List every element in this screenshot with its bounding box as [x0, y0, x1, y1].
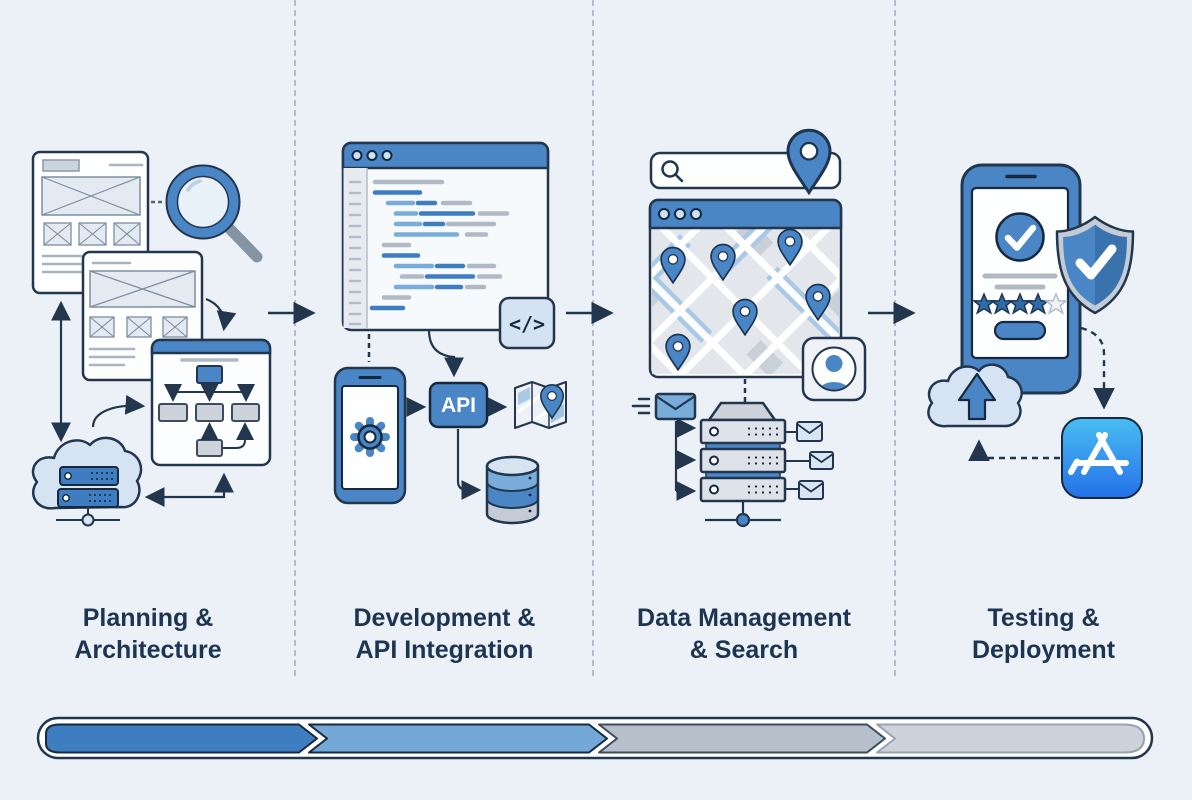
progress-segment-planning [45, 723, 318, 754]
stage-planning-architecture: Planning &Architecture [0, 0, 296, 700]
stage-label-data: Data Management& Search [637, 604, 851, 664]
check-badge-icon [995, 212, 1045, 262]
incoming-email-icon [631, 392, 697, 421]
testing-illustration [927, 163, 1143, 499]
stage-data-management: Data Management& Search [593, 0, 895, 700]
server-stack-icon [699, 401, 787, 528]
progress-segment-testing [876, 723, 1145, 754]
window-dots [351, 150, 393, 161]
progress-segment-data [598, 723, 886, 754]
flow-arrows [51, 297, 237, 507]
database-icon [485, 455, 540, 525]
phone-review-icon [960, 163, 1082, 395]
cloud-upload-icon [927, 363, 1023, 428]
stage-testing-deployment: Testing &Deployment [895, 0, 1192, 700]
column-divider [592, 0, 594, 676]
app-store-icon [1061, 417, 1143, 499]
stage-label-planning: Planning &Architecture [74, 604, 222, 664]
shield-check-icon [1055, 215, 1135, 315]
sitemap-flowchart-window [150, 338, 272, 467]
api-box: API [428, 381, 489, 429]
flowchart-node [195, 403, 224, 422]
code-tag-text: </> [509, 312, 545, 336]
server-vents [89, 472, 113, 502]
flowchart-root-node [196, 365, 223, 384]
flowchart-node [158, 403, 188, 422]
submit-pill-button [993, 320, 1047, 341]
progress-bar [36, 716, 1154, 760]
branch-arrows [674, 418, 697, 501]
cloud-server-icon [31, 436, 143, 527]
map-window [648, 198, 843, 379]
code-lines [369, 179, 510, 311]
server-vents [747, 427, 779, 494]
outgoing-emails [785, 421, 834, 500]
avatar [817, 355, 851, 390]
planning-illustration [31, 150, 272, 527]
folded-map-pin-icon [514, 381, 567, 429]
stage-development-api: </> [296, 0, 593, 700]
magnifier-icon [151, 164, 263, 263]
wireframe-thumbnails [43, 222, 141, 246]
gear-icon [350, 417, 390, 457]
upload-arrow [957, 372, 997, 421]
dev-connectors [367, 329, 508, 500]
flowchart-node [196, 439, 223, 457]
user-profile-card [801, 336, 867, 402]
progress-segment-development [308, 723, 608, 754]
stage-label-development: Development &API Integration [353, 604, 536, 664]
deployment-connectors [968, 326, 1115, 461]
window-dots [658, 208, 702, 220]
column-divider [294, 0, 296, 676]
code-tag-icon: </> [498, 296, 556, 350]
line-numbers [348, 180, 362, 326]
flowchart-node [231, 403, 260, 422]
development-illustration: </> [333, 141, 567, 525]
api-box-text: API [441, 394, 476, 417]
column-divider [894, 0, 896, 676]
stage-label-testing: Testing &Deployment [971, 604, 1116, 664]
search-icon [661, 160, 684, 183]
code-editor-window [341, 141, 550, 332]
smartphone-gear-icon [333, 366, 407, 505]
data-illustration [631, 128, 867, 528]
app-store-glyph [1068, 432, 1129, 475]
wireframe-thumbnails [89, 316, 188, 338]
